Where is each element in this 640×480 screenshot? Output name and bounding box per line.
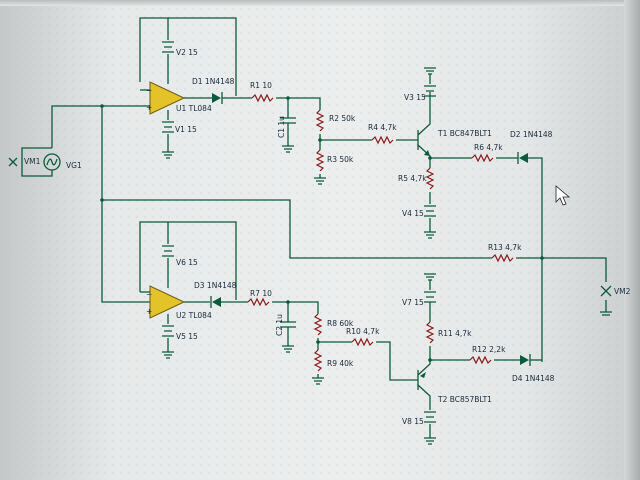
d4-label: D4 1N4148 (512, 374, 555, 383)
u1-feedback-wire (139, 17, 237, 96)
v5-source[interactable] (162, 314, 174, 359)
r10-resistor[interactable] (351, 337, 374, 347)
vm1-meter[interactable] (8, 157, 18, 167)
r12-label: R12 2,2k (472, 345, 506, 354)
d3-label: D3 1N4148 (194, 281, 237, 290)
v8-label: V8 15 (402, 417, 424, 426)
r13-label: R13 4,7k (488, 243, 522, 252)
r11-label: R11 4,7k (438, 329, 472, 338)
r13-resistor[interactable] (491, 253, 514, 263)
v4-label: V4 15 (402, 209, 424, 218)
r7-label: R7 10 (250, 289, 272, 298)
u1-plus-sign: + (146, 103, 152, 112)
c2-capacitor[interactable] (280, 302, 296, 353)
t2-label: T2 BC857BLT1 (437, 395, 492, 404)
r7-resistor[interactable] (247, 297, 270, 307)
u2-label: U2 TL084 (176, 311, 212, 320)
u2-opamp[interactable] (149, 285, 186, 319)
c2-label: C2 1u (275, 314, 284, 336)
d2-diode[interactable] (517, 152, 528, 164)
r12-resistor[interactable] (469, 355, 492, 365)
r11-resistor[interactable] (425, 321, 435, 344)
vg1-label: VG1 (66, 161, 82, 170)
r4-label: R4 4,7k (368, 123, 397, 132)
v1-label: V1 15 (175, 125, 197, 134)
r1-label: R1 10 (250, 81, 272, 90)
v8-source[interactable] (424, 404, 436, 445)
r6-label: R6 4,7k (474, 143, 503, 152)
v3-source[interactable] (424, 67, 436, 97)
d2-label: D2 1N4148 (510, 130, 553, 139)
r9-resistor[interactable] (313, 349, 323, 372)
r5-resistor[interactable] (425, 167, 435, 190)
r4-resistor[interactable] (371, 135, 394, 145)
r3-ground (314, 174, 326, 185)
vm2-label: VM2 (614, 287, 631, 296)
c1-capacitor[interactable] (280, 98, 296, 153)
v2-label: V2 15 (176, 48, 198, 57)
r3-resistor[interactable] (315, 149, 325, 172)
d3-diode[interactable] (210, 296, 221, 308)
u2-plus-sign: + (146, 307, 152, 316)
mouse-pointer-icon (555, 185, 571, 206)
v1-source[interactable] (162, 110, 174, 159)
u1-opamp[interactable] (149, 81, 186, 115)
t1-transistor[interactable] (417, 92, 431, 168)
v3-label: V3 15 (404, 93, 426, 102)
vm1-label: VM1 (24, 157, 41, 166)
r5-label: R5 4,7k (398, 174, 427, 183)
v7-source[interactable] (424, 273, 436, 322)
r8-resistor[interactable] (313, 313, 323, 336)
r6-resistor[interactable] (471, 153, 494, 163)
r13-in-wire (102, 199, 492, 259)
v5-label: V5 15 (176, 332, 198, 341)
r10-out-wire (376, 341, 418, 381)
u2-minus-sign: − (146, 290, 152, 299)
r2-label: R2 50k (329, 114, 356, 123)
r2-resistor[interactable] (315, 109, 325, 132)
r3-label: R3 50k (327, 155, 354, 164)
t1-label: T1 BC847BLT1 (437, 129, 492, 138)
u2-feedback-wire (139, 221, 237, 300)
grid-background (0, 0, 624, 480)
u2-input-wire (101, 106, 150, 303)
d1-label: D1 1N4148 (192, 77, 235, 86)
v4-source[interactable] (424, 192, 436, 239)
t2-transistor[interactable] (417, 358, 431, 404)
d2-return-wire (528, 157, 543, 362)
v2-source[interactable] (162, 18, 174, 84)
r1-resistor[interactable] (251, 93, 274, 103)
vm2-meter[interactable] (600, 285, 612, 316)
input-wire (51, 105, 150, 148)
r9-ground (312, 374, 324, 385)
node-output (540, 256, 544, 260)
r10-label: R10 4,7k (346, 327, 380, 336)
v6-source[interactable] (162, 222, 174, 288)
monitor-bezel-right (624, 0, 640, 480)
r13-out-wire (516, 257, 607, 282)
vg1-source[interactable] (21, 147, 61, 177)
r1-out-wire (276, 97, 321, 110)
u1-label: U1 TL084 (176, 104, 212, 113)
c1-label: C1 1u (277, 116, 286, 138)
r8-label: R8 60k (327, 319, 354, 328)
r9-label: R9 40k (327, 359, 354, 368)
v7-label: V7 15 (402, 298, 424, 307)
v6-label: V6 15 (176, 258, 198, 267)
